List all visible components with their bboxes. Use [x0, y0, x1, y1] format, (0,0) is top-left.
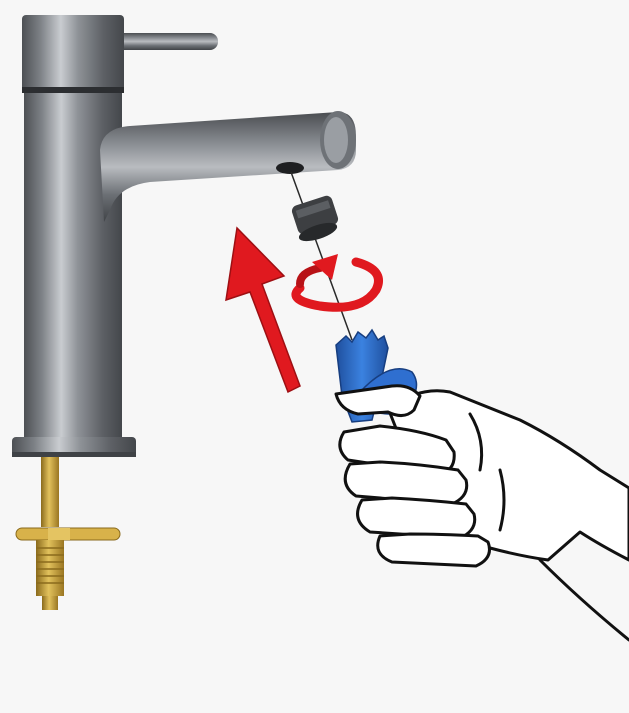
aerator-icon [290, 194, 339, 245]
spout-outlet [276, 162, 304, 174]
faucet-cap [22, 15, 124, 91]
up-arrow-icon [226, 228, 300, 392]
hand-icon [336, 386, 629, 640]
brass-mount-icon [16, 457, 120, 610]
faucet-lever [110, 33, 218, 50]
